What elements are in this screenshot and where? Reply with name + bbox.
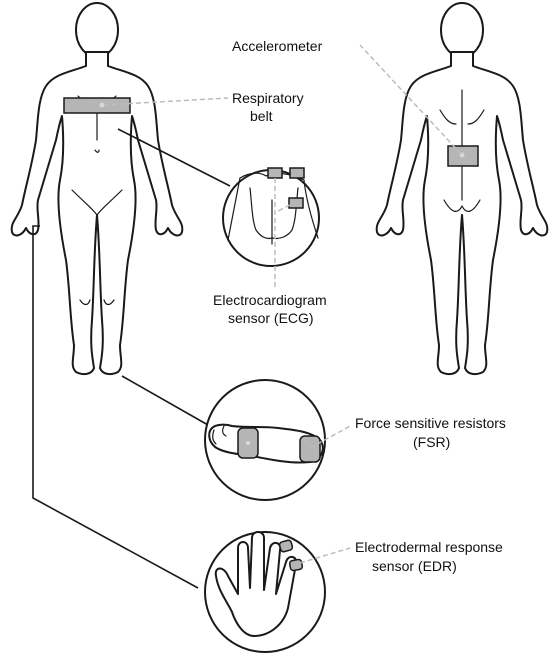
edr-label-line1: Electrodermal response xyxy=(355,539,503,556)
ecg-electrode-3 xyxy=(289,198,303,208)
accelerometer-label: Accelerometer xyxy=(232,38,322,55)
fsr-sensor-heel xyxy=(300,436,320,462)
respiratory-belt-label-line2: belt xyxy=(250,108,273,125)
fsr-label-line2: (FSR) xyxy=(413,434,450,451)
fsr-connector-line xyxy=(122,376,208,425)
ecg-electrode-1 xyxy=(268,168,282,178)
edr-electrode-2 xyxy=(289,559,303,571)
front-body-figure xyxy=(12,3,183,374)
ecg-label-line2: sensor (ECG) xyxy=(228,310,314,327)
respiratory-belt-label-line1: Respiratory xyxy=(232,90,304,107)
fsr-label-line1: Force sensitive resistors xyxy=(355,415,506,432)
back-body-figure xyxy=(377,3,548,374)
edr-label-line2: sensor (EDR) xyxy=(372,558,457,575)
edr-electrode-1 xyxy=(279,540,293,553)
ecg-connector-line xyxy=(118,129,230,186)
ecg-label-line1: Electrocardiogram xyxy=(213,292,327,309)
ecg-electrode-2 xyxy=(290,168,304,178)
respiratory-belt-sensor xyxy=(64,98,130,113)
